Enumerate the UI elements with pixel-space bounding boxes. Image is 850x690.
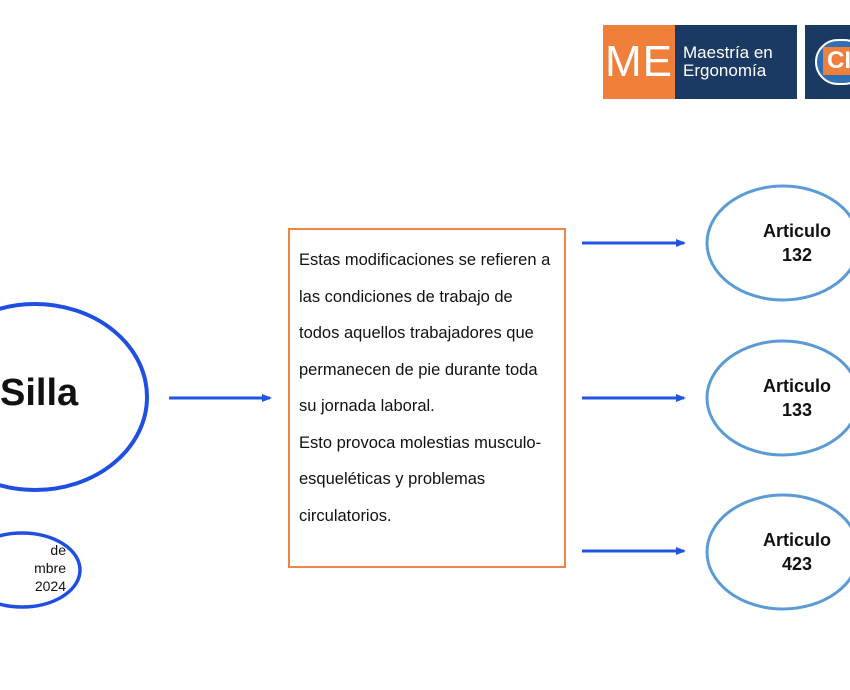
article-132-label: Articulo 132 (737, 219, 850, 267)
article-132-ellipse (705, 184, 850, 302)
silla-label: Silla (0, 372, 79, 414)
ci-logo: CI (805, 25, 850, 99)
logo-me-line1: Maestría en (683, 43, 773, 62)
date-label: de mbre 2024 (0, 541, 66, 595)
article-423-ellipse (705, 493, 850, 611)
maestria-ergonomia-logo: ME Maestría en Ergonomía (603, 25, 797, 99)
date-line-2: mbre (34, 560, 66, 576)
article-132-number: 132 (781, 245, 813, 265)
description-paragraph-2: Esto provoca molestias musculo-esqueléti… (299, 433, 542, 525)
article-423-label: Articulo 423 (737, 528, 850, 576)
description-paragraph-1: Estas modificaciones se refieren a las c… (299, 251, 551, 415)
silla-ellipse (0, 302, 149, 492)
logo-ci-mark: CI (823, 47, 850, 75)
date-line-3: 2024 (34, 578, 66, 594)
article-423-number: 423 (781, 554, 813, 574)
logo-me-mark: ME (603, 25, 675, 99)
article-133-word: Articulo (762, 376, 831, 396)
logo-me-text: Maestría en Ergonomía (675, 25, 797, 99)
article-133-label: Articulo 133 (737, 374, 850, 422)
logo-me-line2: Ergonomía (683, 61, 767, 80)
article-133-number: 133 (781, 400, 813, 420)
date-line-1: de (50, 542, 66, 558)
article-133-ellipse (705, 339, 850, 457)
article-423-word: Articulo (762, 530, 831, 550)
article-132-word: Articulo (762, 221, 831, 241)
description-box: Estas modificaciones se refieren a las c… (288, 228, 566, 568)
date-ellipse (0, 531, 82, 609)
